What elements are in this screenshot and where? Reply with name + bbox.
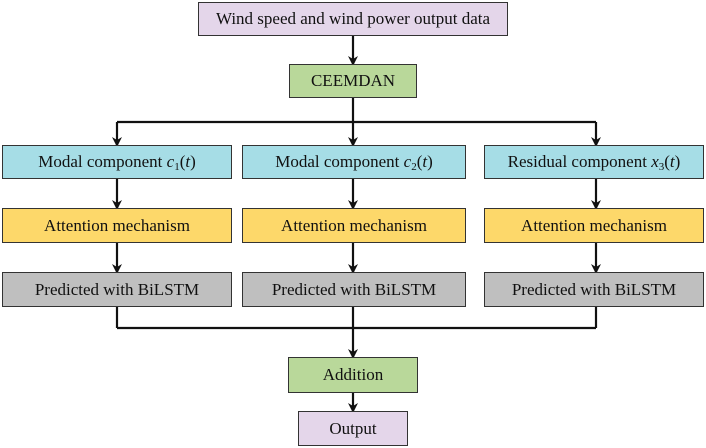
predict-box-1: Predicted with BiLSTM (2, 272, 232, 307)
predict-label-3: Predicted with BiLSTM (511, 279, 677, 299)
predict-label-1: Predicted with BiLSTM (34, 279, 200, 299)
component-box-1: Modal component c1(t) (2, 145, 232, 179)
component-label-1: Modal component c1(t) (38, 151, 196, 173)
input-data-label: Wind speed and wind power output data (215, 9, 491, 28)
addition-box: Addition (288, 357, 418, 393)
addition-label: Addition (322, 365, 384, 384)
attention-box-2: Attention mechanism (242, 208, 466, 243)
predict-box-2: Predicted with BiLSTM (242, 272, 466, 307)
attention-box-1: Attention mechanism (2, 208, 232, 243)
ceemdan-label: CEEMDAN (310, 71, 396, 90)
attention-label-3: Attention mechanism (521, 215, 667, 235)
component-label-3: Residual component x3(t) (507, 151, 681, 173)
output-label: Output (329, 418, 377, 438)
attention-label-1: Attention mechanism (44, 215, 190, 235)
component-box-3: Residual component x3(t) (484, 145, 704, 179)
input-data-box: Wind speed and wind power output data (198, 2, 508, 36)
output-box: Output (298, 411, 408, 446)
predict-box-3: Predicted with BiLSTM (484, 272, 704, 307)
attention-label-2: Attention mechanism (281, 215, 427, 235)
component-box-2: Modal component c2(t) (242, 145, 466, 179)
component-label-2: Modal component c2(t) (275, 151, 433, 173)
predict-label-2: Predicted with BiLSTM (271, 279, 437, 299)
attention-box-3: Attention mechanism (484, 208, 704, 243)
ceemdan-box: CEEMDAN (289, 64, 417, 98)
